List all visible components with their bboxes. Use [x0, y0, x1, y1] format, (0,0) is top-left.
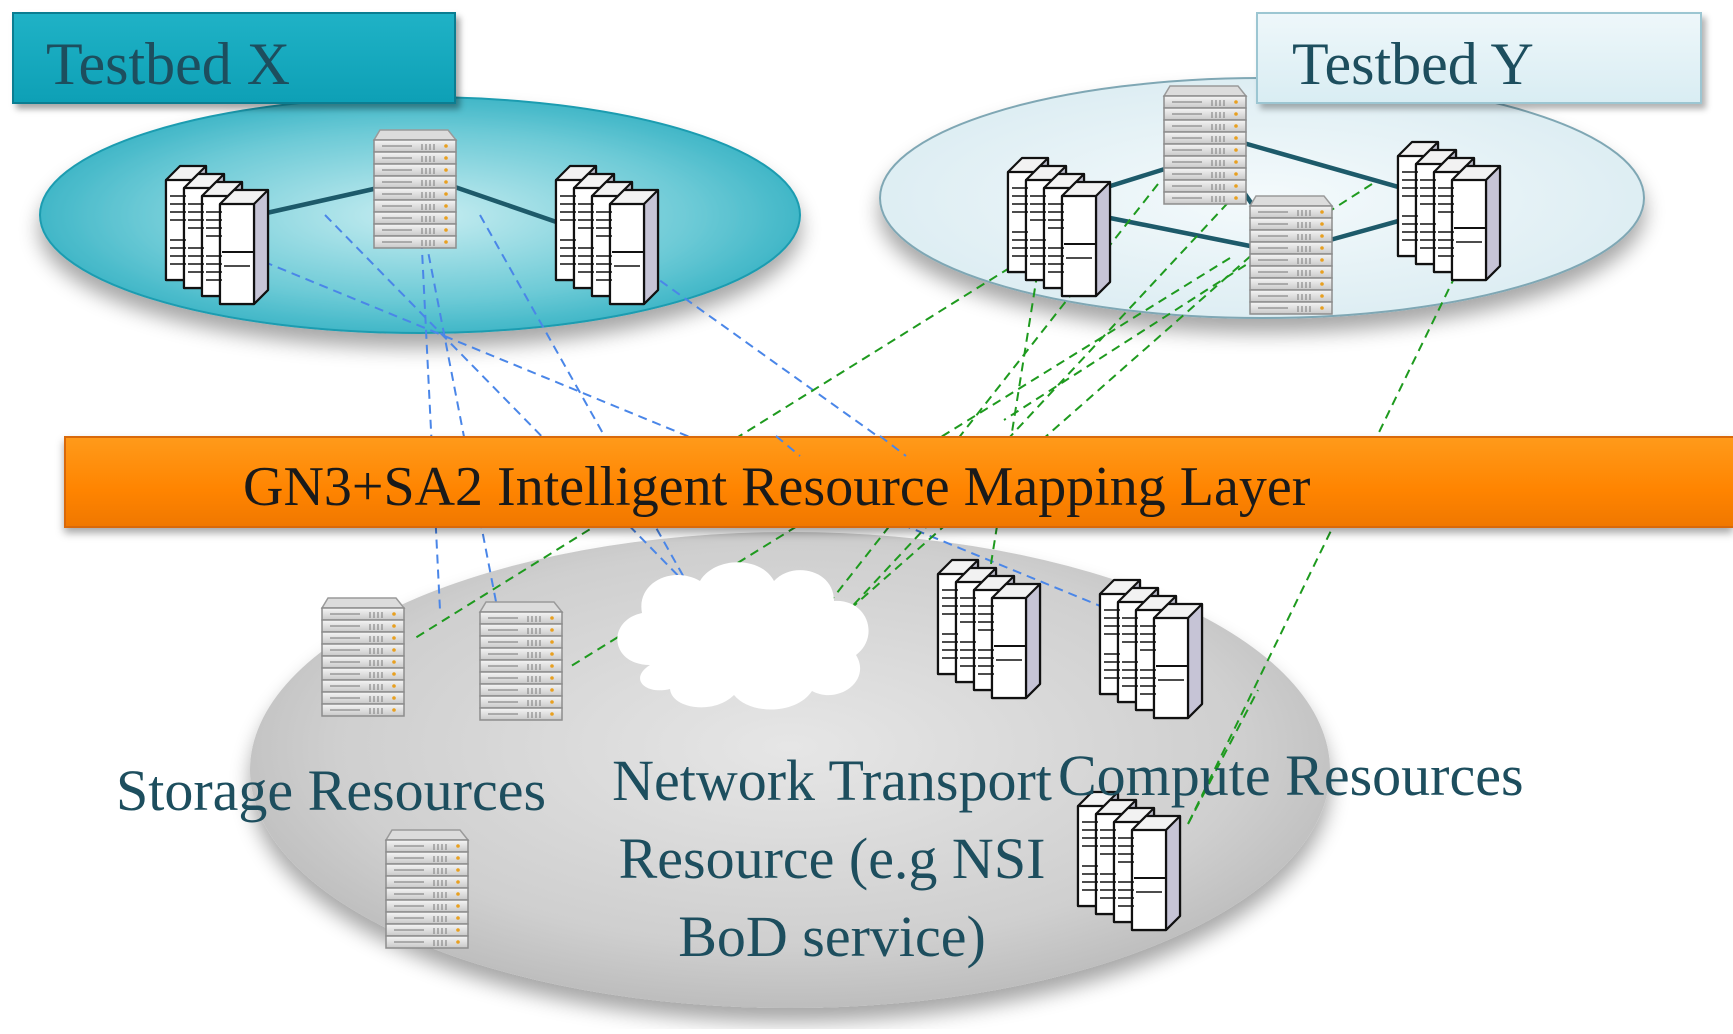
- storage-resources-label: Storage Resources: [116, 758, 547, 823]
- testbed-x-mapping-links: [249, 209, 1111, 621]
- network-transport-resource-label: Network Transport Resource (e.g NSI BoD …: [612, 748, 1052, 969]
- testbed-x-title: Testbed X: [46, 31, 291, 97]
- testbed-y-title: Testbed Y: [1292, 31, 1534, 97]
- testbed-y-mapping-links-overlay: [1187, 689, 1259, 825]
- storage-rack-server-1-icon: [321, 597, 405, 717]
- testbed-y-rack-server-top-icon: [1163, 85, 1247, 205]
- testbed-x-box: [12, 12, 456, 104]
- testbed-y-box: [1256, 12, 1702, 104]
- storage-rack-server-3-icon: [385, 829, 469, 949]
- compute-resources-label: Compute Resources: [1058, 743, 1524, 808]
- testbed-y-rack-server-middle-icon: [1249, 195, 1333, 315]
- cloud-icon: [617, 562, 869, 710]
- testbed-x-rack-server-icon: [373, 129, 457, 249]
- storage-rack-server-2-icon: [479, 601, 563, 721]
- mapping-layer-title: GN3+SA2 Intelligent Resource Mapping Lay…: [243, 456, 1311, 518]
